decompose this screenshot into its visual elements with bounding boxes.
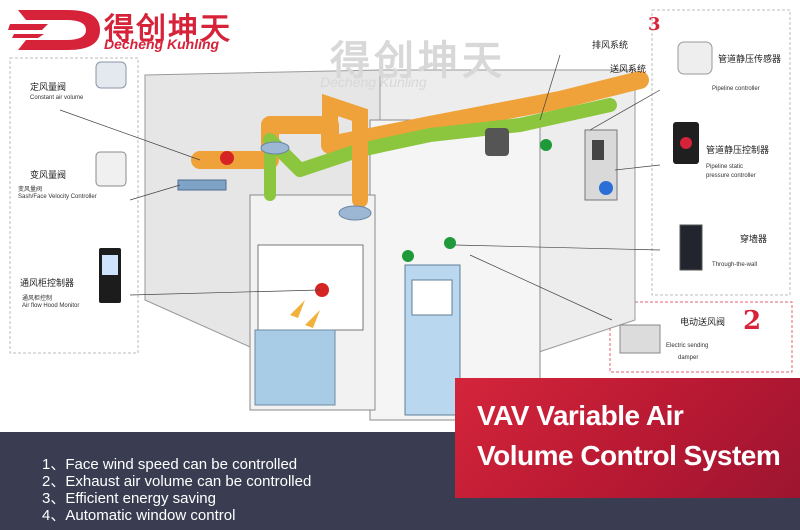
watermark-en: Decheng Kunling bbox=[320, 74, 427, 90]
electric-damper-device bbox=[619, 324, 661, 354]
label-electric-damper-sub2: damper bbox=[678, 355, 699, 361]
feature-item: 3、Efficient energy saving bbox=[42, 490, 216, 507]
indicator-green-2 bbox=[444, 237, 456, 249]
supply-duct bbox=[263, 98, 617, 177]
fume-hood-sash bbox=[257, 244, 364, 331]
title-line-2: Volume Control System bbox=[477, 440, 781, 471]
label-exhaust-system: 排风系统 bbox=[592, 41, 629, 51]
supply-diffuser-1 bbox=[260, 141, 290, 155]
indicator-red-2 bbox=[315, 283, 329, 297]
title-line-1: VAV Variable Air bbox=[477, 400, 684, 431]
label-electric-damper-sub1: Electric sending bbox=[666, 343, 709, 349]
feature-list: 1、Face wind speed can be controlled 2、Ex… bbox=[42, 456, 311, 524]
leader-line-8 bbox=[469, 254, 613, 321]
indicator-blue bbox=[599, 181, 613, 195]
left-callout-panel bbox=[9, 57, 139, 354]
label-electric-damper: 电动送风阀 bbox=[680, 318, 726, 328]
feature-item: 1、Face wind speed can be controlled bbox=[42, 456, 298, 473]
through-wall-device bbox=[679, 224, 703, 271]
leader-line-5 bbox=[589, 89, 661, 131]
feature-item: 2、Exhaust air volume can be controlled bbox=[42, 473, 312, 490]
brand-logo bbox=[8, 4, 248, 56]
airflow-arrow-1 bbox=[290, 300, 305, 318]
label-const-valve-sub: Constant air volume bbox=[30, 95, 84, 101]
watermark-cn: 得创坤天 bbox=[330, 38, 506, 84]
indicator-green-1 bbox=[402, 250, 414, 262]
cabinet-display bbox=[592, 140, 604, 160]
duct-valve bbox=[485, 128, 509, 156]
const-valve-device bbox=[95, 61, 127, 89]
label-pipe-pressure-sensor: 管道静压传感器 bbox=[718, 55, 782, 65]
label-pipe-pressure-controller: 管道静压控制器 bbox=[706, 146, 770, 156]
leader-line-3 bbox=[129, 289, 321, 296]
label-const-valve: 定风量阀 bbox=[30, 83, 67, 93]
label-pipe-pressure-controller-sub1: Pipeline static bbox=[706, 164, 744, 170]
pressure-controller-led bbox=[680, 137, 692, 149]
fume-hood-cabinet bbox=[254, 329, 336, 406]
label-through-wall-sub: Through-the-wall bbox=[712, 262, 758, 268]
label-vav-valve: 变风量阀 bbox=[30, 171, 67, 181]
supply-diffuser-2 bbox=[338, 205, 372, 221]
vav-plate bbox=[177, 179, 227, 191]
label-hood-controller-sub-en: Air flow Hood Monitor bbox=[22, 303, 80, 309]
label-vav-valve-sub-en: Sash/Face Velocity Controller bbox=[18, 194, 97, 200]
leader-line-6 bbox=[614, 164, 661, 171]
exhaust-riser bbox=[322, 93, 368, 208]
leader-line-1 bbox=[59, 109, 201, 161]
label-vav-valve-sub-cn: 变风量阀 bbox=[18, 187, 43, 193]
badge-3: 3 bbox=[648, 14, 661, 35]
indicator-green-3 bbox=[540, 139, 552, 151]
feature-item: 4、Automatic window control bbox=[42, 507, 236, 524]
brand-name-en: Decheng Kunling bbox=[104, 36, 220, 52]
badge-2: 2 bbox=[743, 306, 762, 336]
leader-line-4 bbox=[539, 54, 561, 121]
label-pipe-pressure-sensor-sub: Pipeline controller bbox=[712, 86, 760, 92]
label-hood-controller: 通风柜控制器 bbox=[20, 279, 75, 289]
brand-mark-icon bbox=[8, 10, 100, 50]
leader-line-2 bbox=[129, 184, 181, 201]
title-panel bbox=[455, 378, 800, 498]
vav-valve-device bbox=[95, 151, 127, 187]
label-pipe-pressure-controller-sub2: pressure controller bbox=[706, 173, 756, 179]
hood-controller-screen bbox=[102, 255, 118, 275]
brand-name-cn: 得创坤天 bbox=[104, 12, 232, 47]
label-hood-controller-sub-cn: 通风柜控制 bbox=[22, 296, 53, 302]
door-window bbox=[411, 279, 453, 316]
airflow-arrow-2 bbox=[305, 310, 320, 328]
indicator-red-1 bbox=[220, 151, 234, 165]
leader-line-7 bbox=[454, 244, 661, 251]
label-through-wall: 穿墙器 bbox=[740, 235, 768, 245]
pressure-sensor-device bbox=[677, 41, 713, 75]
label-supply-system: 送风系统 bbox=[610, 65, 647, 75]
